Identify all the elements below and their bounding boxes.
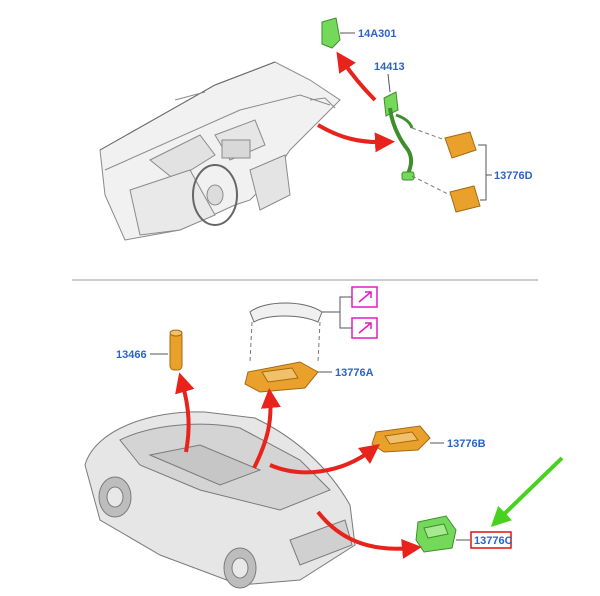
label-13776b: 13776B [447,438,486,450]
label-13776d: 13776D [494,170,533,182]
label-14413: 14413 [374,61,405,73]
arrow-vehicle-to-13776b [269,444,381,475]
label-13466: 13466 [116,349,147,361]
harness-part-14413 [383,91,415,181]
lamp-leader-lines [249,321,321,363]
arrow-dashboard-to-14413 [316,123,395,153]
arrow-vehicle-to-13776c [316,510,422,559]
highlight-box-13776c [470,531,512,549]
module-part-13776d-lower [449,185,481,213]
label-13776c: 13776C [474,535,513,547]
lamp-part-13776c [415,515,457,553]
label-13776a: 13776A [335,367,374,379]
lamp-part-13776b [371,425,431,453]
vehicle-illustration [84,411,356,589]
arrow-vehicle-to-13466 [175,372,195,453]
label-14a301: 14A301 [358,28,397,40]
pointer-arrow-13776c [490,456,564,527]
harness-leader-lines [411,127,451,196]
lamp-lens-13776a [249,302,323,323]
bracket-part-14a301 [321,17,341,49]
module-part-13776d-upper [444,131,477,159]
external-reference-icon[interactable] [351,286,378,308]
bulb-part-13466 [169,329,183,371]
arrow-dashboard-to-14a301 [336,51,377,102]
lamp-part-13776a [244,361,319,393]
external-reference-icon[interactable] [351,317,378,339]
dashboard-illustration [99,61,341,241]
arrow-vehicle-to-13776a [252,388,281,469]
